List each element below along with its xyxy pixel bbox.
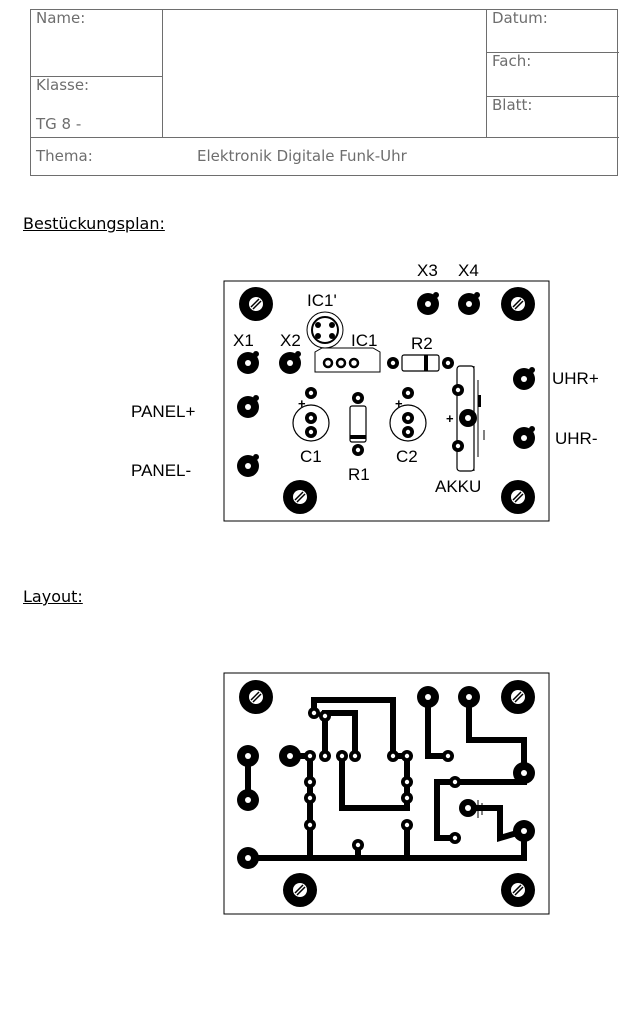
layout-title: Layout: bbox=[23, 587, 83, 606]
r1-label: R1 bbox=[348, 465, 370, 484]
large-pads bbox=[237, 686, 535, 869]
screw-hole-icon bbox=[500, 872, 536, 908]
screw-hole-icon bbox=[282, 872, 318, 908]
x3-label: X3 bbox=[417, 261, 438, 280]
thema-value: Elektronik Digitale Funk-Uhr bbox=[197, 147, 407, 165]
klasse-value: TG 8 - bbox=[36, 115, 82, 133]
c1-polarity-label: + bbox=[298, 396, 306, 411]
divider bbox=[486, 52, 619, 53]
thema-label: Thema: bbox=[36, 147, 93, 165]
ic1-label: IC1 bbox=[351, 331, 377, 350]
panel-minus-label: PANEL- bbox=[131, 461, 191, 480]
c1-component bbox=[292, 387, 330, 442]
name-label: Name: bbox=[36, 9, 86, 27]
akku-label: AKKU bbox=[435, 477, 481, 496]
ic1-prime-label: IC1' bbox=[307, 291, 337, 310]
r1-component bbox=[349, 392, 367, 456]
x2-label: X2 bbox=[280, 331, 301, 350]
layout-outline bbox=[223, 672, 550, 915]
x4-label: X4 bbox=[458, 261, 479, 280]
c1-label: C1 bbox=[300, 447, 322, 466]
divider bbox=[486, 10, 487, 137]
panel-plus-label: PANEL+ bbox=[131, 402, 195, 421]
screw-hole-icon bbox=[500, 679, 536, 715]
fach-label: Fach: bbox=[492, 52, 532, 70]
klasse-label: Klasse: bbox=[36, 76, 90, 94]
c2-polarity-label: + bbox=[395, 396, 403, 411]
r2-component bbox=[387, 354, 454, 372]
akku-component bbox=[452, 365, 485, 472]
c2-label: C2 bbox=[396, 447, 418, 466]
ic1-component bbox=[314, 347, 381, 373]
divider bbox=[162, 10, 163, 137]
x1-label: X1 bbox=[233, 331, 254, 350]
header-form: Name: Klasse: TG 8 - Datum: Fach: Blatt:… bbox=[30, 9, 619, 176]
screw-hole-icon bbox=[238, 679, 274, 715]
divider bbox=[31, 137, 619, 138]
divider bbox=[31, 76, 162, 77]
datum-label: Datum: bbox=[492, 9, 548, 27]
pcb-outline bbox=[223, 280, 550, 522]
r2-label: R2 bbox=[411, 334, 433, 353]
uhr-minus-label: UHR- bbox=[555, 429, 598, 448]
bestueckungsplan-title: Bestückungsplan: bbox=[23, 214, 165, 233]
blatt-label: Blatt: bbox=[492, 96, 533, 114]
c2-component bbox=[389, 387, 427, 442]
ic1-prime-component bbox=[306, 311, 344, 349]
akku-polarity-label: + bbox=[446, 411, 454, 426]
divider bbox=[486, 96, 619, 97]
uhr-plus-label: UHR+ bbox=[552, 369, 599, 388]
akku-marking bbox=[477, 800, 483, 818]
